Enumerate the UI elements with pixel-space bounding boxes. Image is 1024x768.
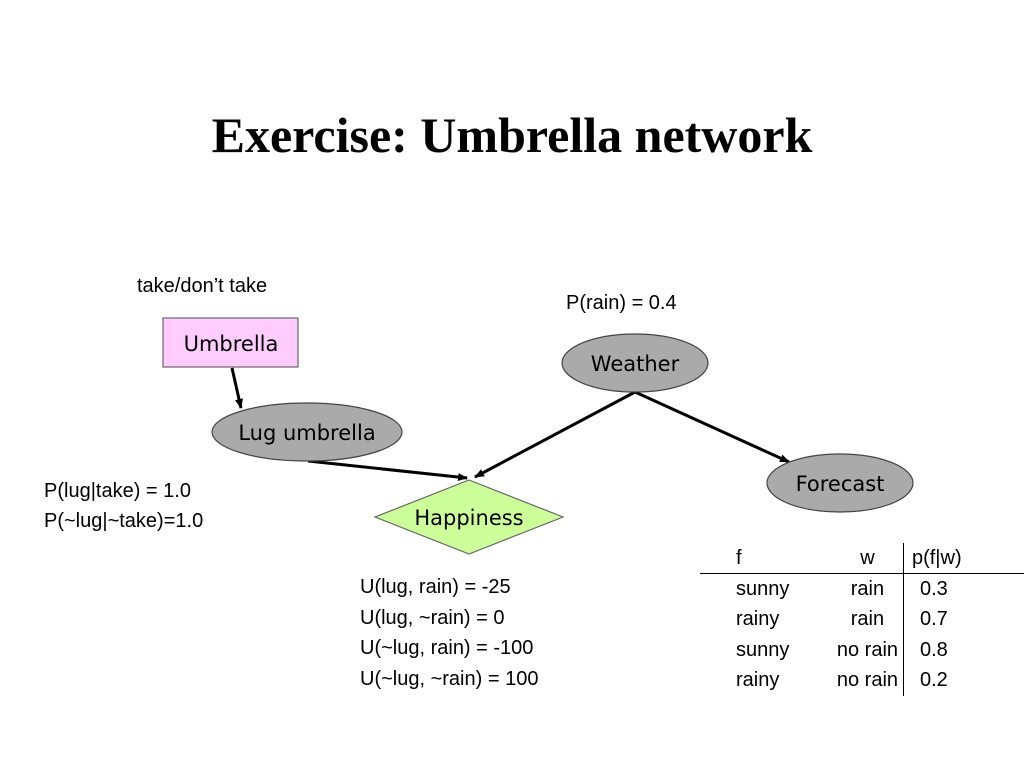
lug-probability-line: P(~lug|~take)=1.0 xyxy=(44,510,204,532)
forecast-cpt-table: f w p(f|w) sunny rain 0.3 rainy rain 0.7… xyxy=(700,543,1024,696)
weather-node-label: Weather xyxy=(591,352,680,376)
happiness-node-label: Happiness xyxy=(414,506,523,530)
table-row: rainy no rain 0.2 xyxy=(700,665,1024,696)
table-cell-f: sunny xyxy=(736,638,790,661)
table-row: sunny rain 0.3 xyxy=(700,573,1024,605)
umbrella-node: Umbrella xyxy=(162,317,299,368)
happiness-node-shape xyxy=(373,479,565,555)
forecast-node-shape xyxy=(766,453,914,513)
utility-line: U(lug, ~rain) = 0 xyxy=(360,606,505,629)
table-header-w: w xyxy=(831,543,904,574)
forecast-node: Forecast xyxy=(766,453,914,513)
table-cell-p: 0.8 xyxy=(902,635,1024,666)
table-cell-p: 0.7 xyxy=(902,604,1024,635)
table-cell-p: 0.3 xyxy=(902,573,1024,605)
weather-node: Weather xyxy=(561,333,709,393)
lug-probability-line: P(lug|take) = 1.0 xyxy=(44,480,191,502)
rain-prior-label: P(rain) = 0.4 xyxy=(566,292,677,314)
happiness-node: Happiness xyxy=(373,479,565,555)
edge-weather-forecast xyxy=(634,390,790,464)
table-row: sunny no rain 0.8 xyxy=(700,635,1024,666)
table-cell-f: rainy xyxy=(736,669,780,692)
edge-weather-happiness xyxy=(474,390,636,479)
umbrella-node-label: Umbrella xyxy=(184,332,279,356)
utility-line: U(~lug, ~rain) = 100 xyxy=(360,667,539,690)
forecast-node-label: Forecast xyxy=(796,472,885,496)
utility-list: U(lug, rain) = -25 U(lug, ~rain) = 0 U(~… xyxy=(360,572,538,694)
table-header-row: f w p(f|w) xyxy=(700,543,1024,574)
table-cell-w: no rain xyxy=(836,669,899,692)
table-cell-f: rainy xyxy=(736,608,780,631)
lug-umbrella-node: Lug umbrella xyxy=(211,402,403,462)
edge-lug-happiness xyxy=(307,459,468,482)
table-cell-f: sunny xyxy=(736,577,790,600)
table-cell-p: 0.2 xyxy=(902,665,1024,696)
lug-umbrella-node-shape xyxy=(211,402,403,462)
decision-options-label: take/don’t take xyxy=(137,275,268,297)
table-cell-w: rain xyxy=(850,577,885,600)
lug-umbrella-node-label: Lug umbrella xyxy=(238,421,375,445)
table-header-f: f xyxy=(700,543,832,574)
umbrella-node-box xyxy=(162,317,299,368)
edge-umbrella-lug xyxy=(230,367,243,409)
table-header-p: p(f|w) xyxy=(902,543,1024,574)
weather-node-shape xyxy=(561,333,709,393)
utility-line: U(lug, rain) = -25 xyxy=(360,576,511,598)
lug-probabilities: P(lug|take) = 1.0 P(~lug|~take)=1.0 xyxy=(44,476,203,536)
slide-title: Exercise: Umbrella network xyxy=(211,107,813,163)
table-cell-w: rain xyxy=(850,608,885,631)
table-cell-w: no rain xyxy=(836,638,899,661)
utility-line: U(~lug, rain) = -100 xyxy=(360,637,534,659)
table-row: rainy rain 0.7 xyxy=(700,604,1024,635)
